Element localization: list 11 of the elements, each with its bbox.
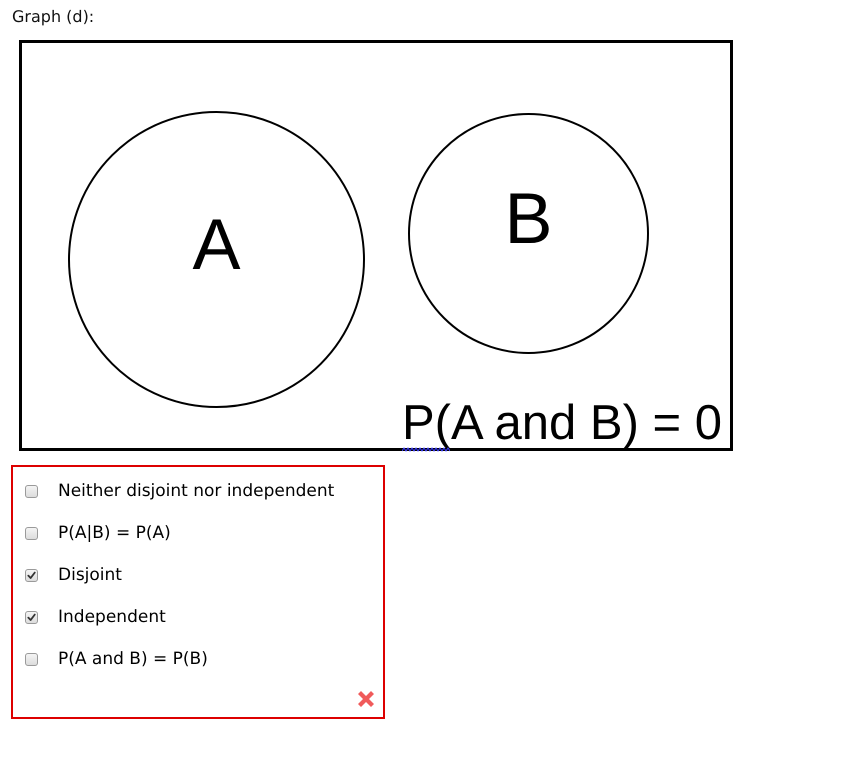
venn-frame: [19, 40, 733, 451]
set-label: A: [192, 208, 241, 280]
answer-panel: [11, 465, 385, 719]
set-label: B: [504, 182, 553, 254]
option-label: Independent: [58, 608, 166, 626]
option-label: Disjoint: [58, 566, 122, 584]
option-label: Neither disjoint nor independent: [58, 482, 334, 500]
probability-text: P(A and B) = 0: [402, 399, 722, 448]
option-label: P(A|B) = P(A): [58, 524, 171, 542]
option-label: P(A and B) = P(B): [58, 650, 208, 668]
graph-title: Graph (d):: [12, 9, 94, 25]
